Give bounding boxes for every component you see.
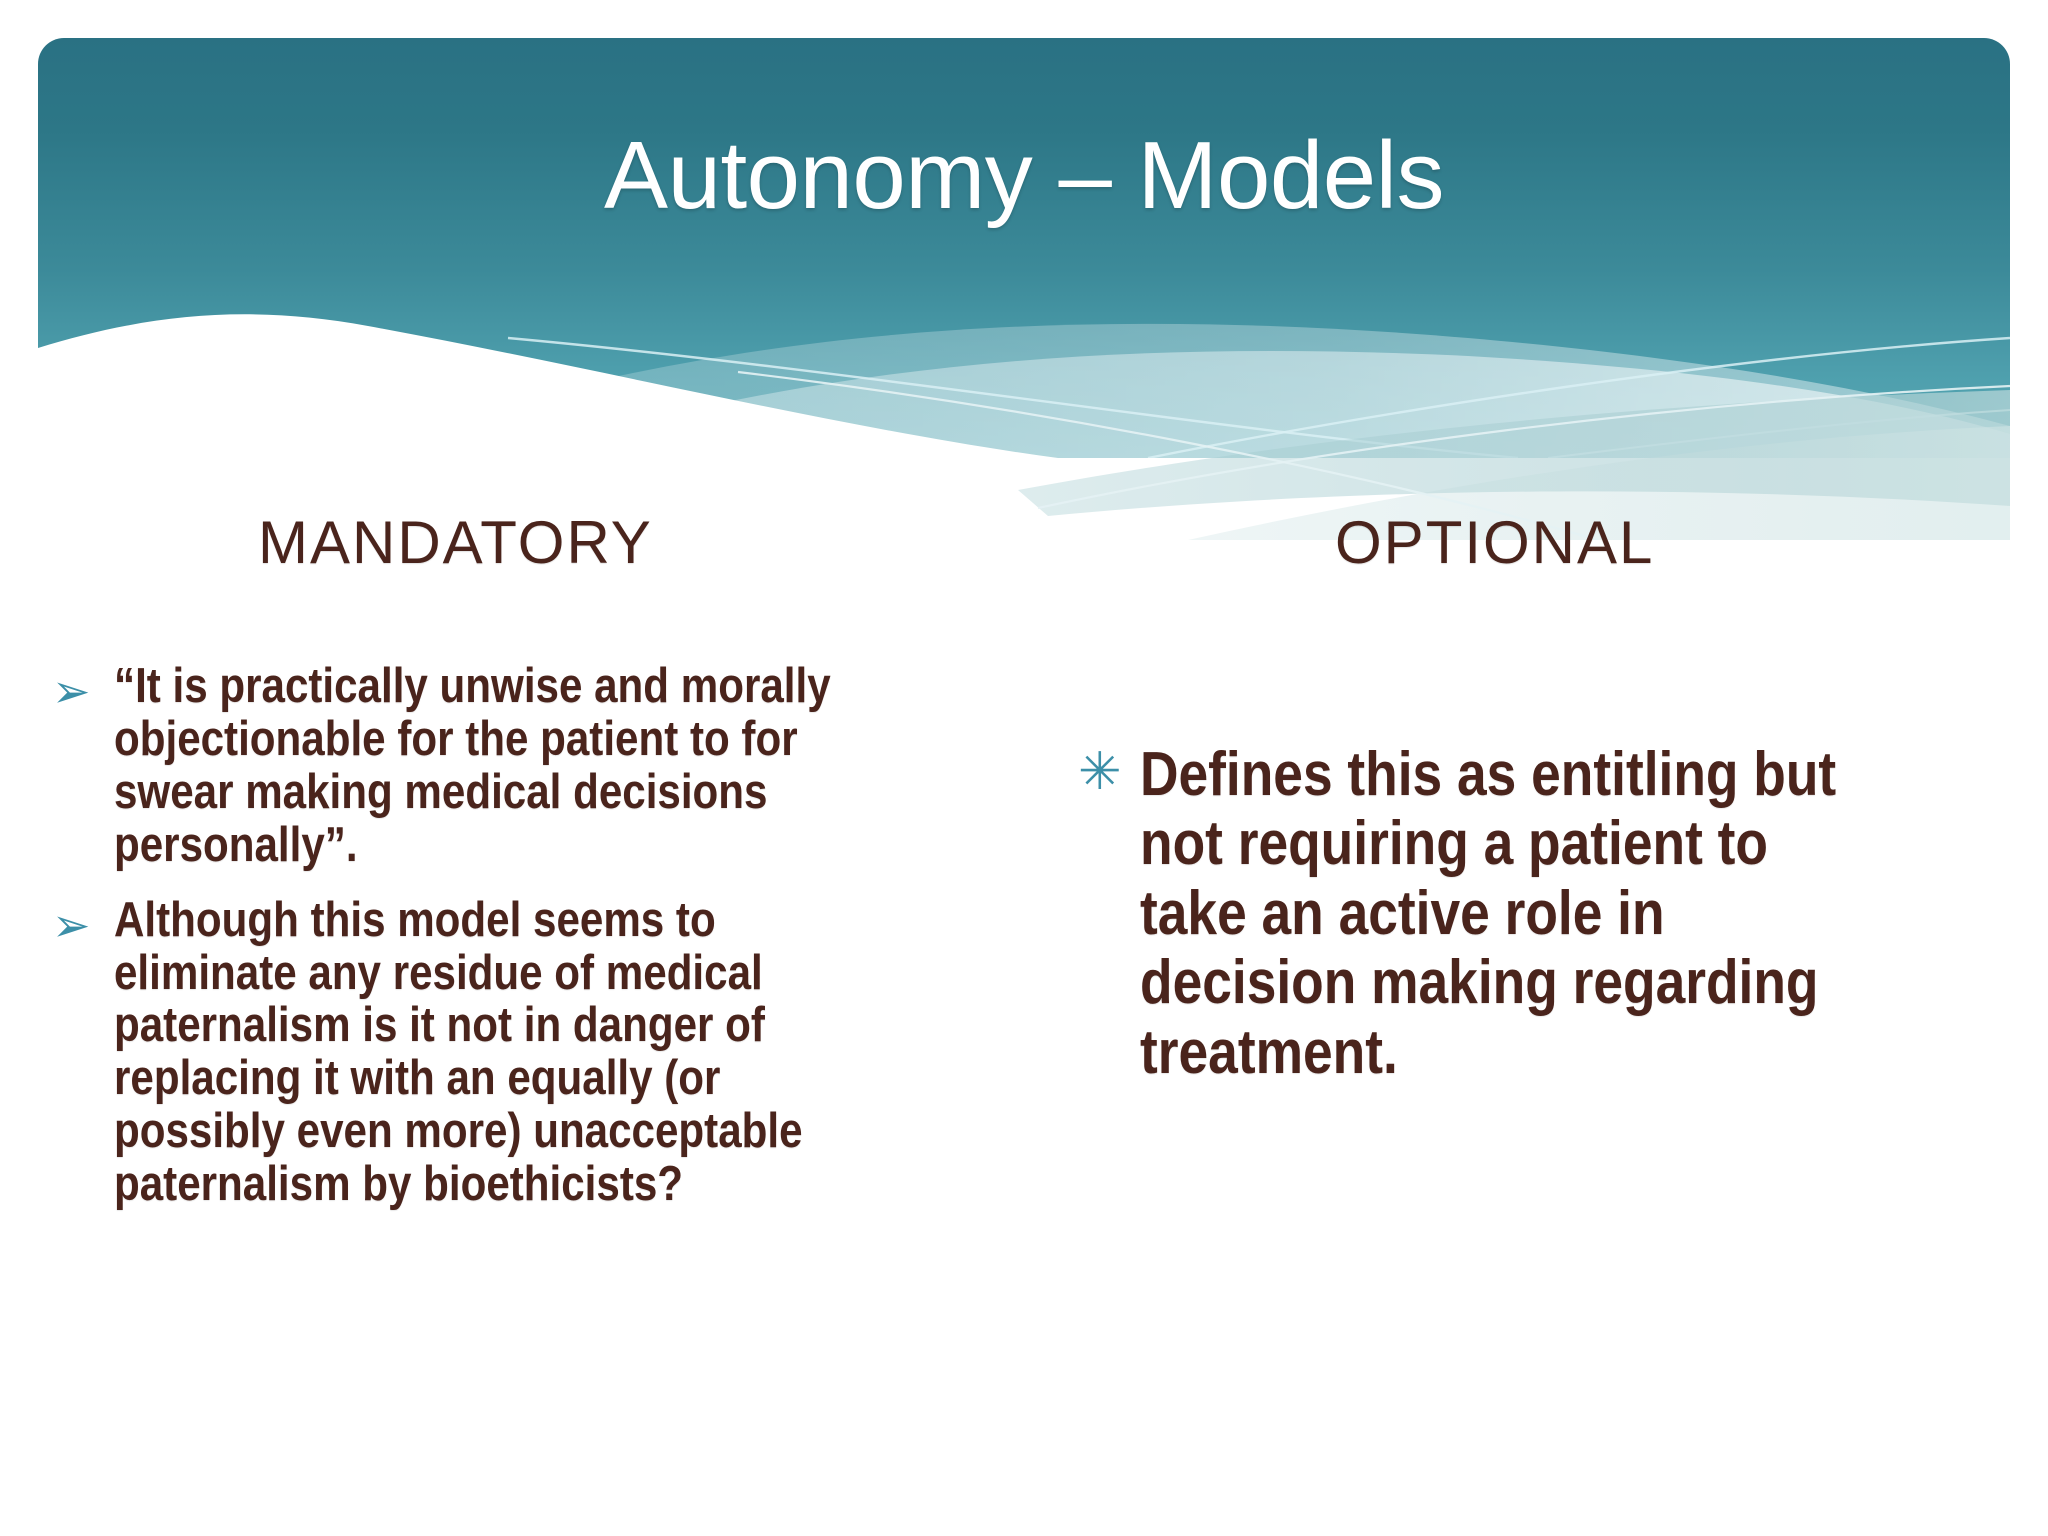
column-heading-mandatory: MANDATORY [258,509,653,576]
arrow-bullet-icon: ➢ [52,665,91,717]
asterisk-bullet-icon: ✳ [1078,743,1122,801]
column-heading-optional: OPTIONAL [1335,509,1655,576]
slide-title: Autonomy – Models [604,122,1444,229]
bullet-text: “It is practically unwise and morally ob… [114,659,831,872]
list-item: ➢ Although this model seems to eliminate… [52,892,952,1212]
arrow-bullet-icon: ➢ [52,898,91,951]
left-content-column: ➢ “It is practically unwise and morally … [52,660,952,1233]
list-item: ✳ Defines this as entitling but not requ… [1074,740,1974,1087]
bullet-text: Defines this as entitling but not requir… [1140,740,1837,1087]
bullet-text: Although this model seems to eliminate a… [114,892,803,1212]
right-content-column: ✳ Defines this as entitling but not requ… [1074,740,1974,1109]
decorative-wave-overflow [737,370,2010,540]
list-item: ➢ “It is practically unwise and morally … [52,660,952,872]
